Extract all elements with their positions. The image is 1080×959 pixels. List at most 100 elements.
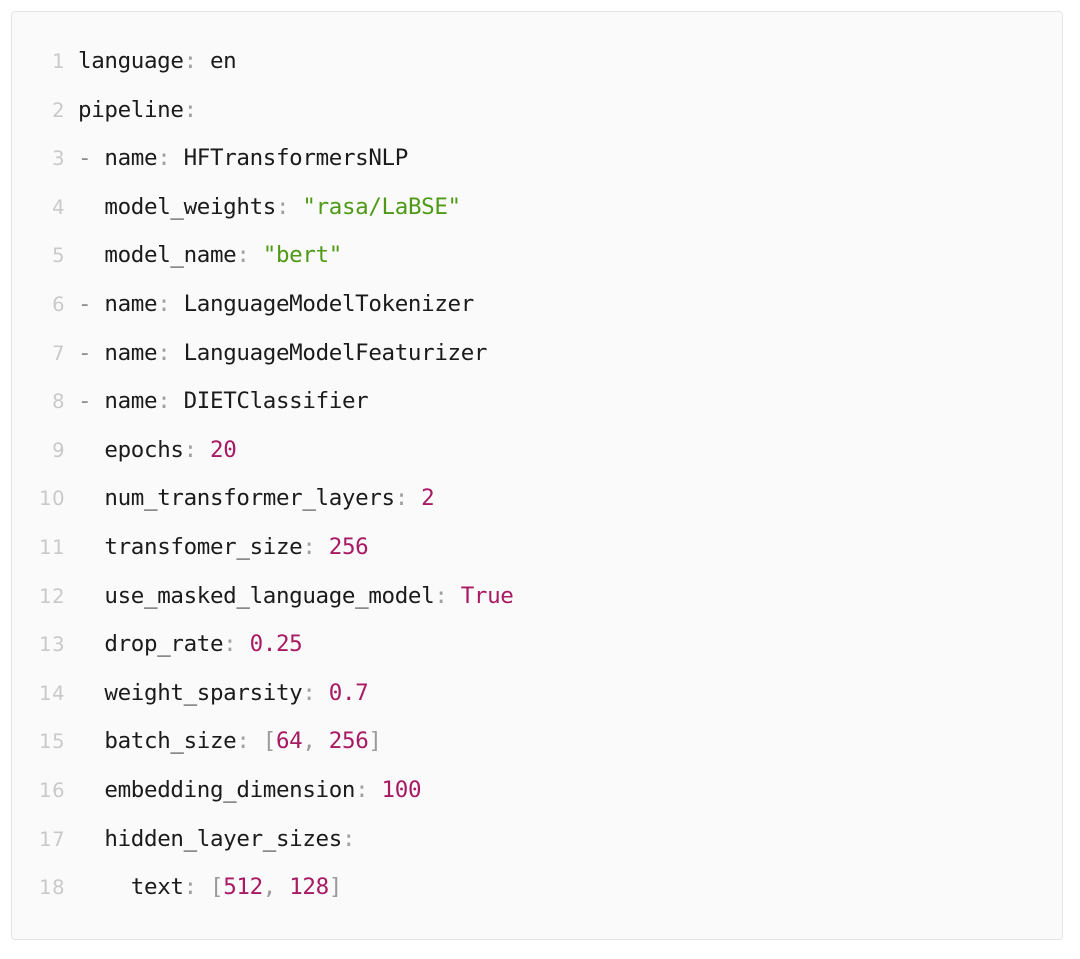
token-key: model_weights: [104, 193, 276, 220]
code-line-content: num_transformer_layers: 2: [78, 474, 1062, 523]
token-punct: :: [275, 193, 290, 220]
token-key: name: [104, 388, 158, 415]
token-key: hidden_layer_sizes: [104, 825, 342, 852]
code-line-content: text: [512, 128]: [78, 863, 1062, 912]
token-num: 100: [381, 776, 422, 803]
code-line[interactable]: 5 model_name: "bert": [12, 231, 1062, 280]
token-plain: [316, 680, 329, 706]
token-num: 128: [289, 874, 329, 901]
token-punct: :: [183, 874, 198, 901]
code-line[interactable]: 4 model_weights: "rasa/LaBSE": [12, 183, 1062, 232]
token-plain: [368, 777, 381, 803]
token-punct: :: [355, 776, 369, 803]
token-punct: :: [236, 728, 250, 755]
line-number: 3: [52, 147, 65, 171]
token-key: transfomer_size: [104, 533, 303, 560]
code-line-content: weight_sparsity: 0.7: [78, 669, 1062, 718]
token-plain: [78, 777, 104, 803]
code-line-content: pipeline:: [78, 86, 1062, 135]
token-plain: [78, 437, 104, 463]
code-line-content: use_masked_language_model: True: [78, 572, 1062, 621]
token-plain: DIETClassifier: [170, 388, 369, 415]
token-str: "rasa/LaBSE": [302, 193, 461, 220]
code-line-content: embedding_dimension: 100: [78, 766, 1062, 815]
token-brk: ,: [302, 728, 329, 755]
token-plain: [78, 874, 131, 900]
line-number: 14: [39, 681, 65, 705]
token-brk: [: [262, 728, 277, 755]
line-number: 1: [52, 50, 65, 73]
code-line-content: - name: LanguageModelTokenizer: [78, 280, 1062, 329]
token-key: model_name: [104, 242, 237, 269]
token-punct: :: [223, 631, 237, 658]
code-line[interactable]: 15 batch_size: [64, 256]: [12, 717, 1062, 766]
token-plain: [316, 534, 329, 560]
token-num: 64: [275, 728, 303, 755]
token-brk: [: [210, 874, 224, 901]
line-number: 2: [52, 98, 65, 122]
token-plain: [236, 631, 249, 657]
token-num: 512: [223, 874, 263, 901]
line-number: 9: [52, 438, 65, 462]
line-number: 16: [39, 778, 65, 802]
code-line[interactable]: 2 pipeline:: [12, 86, 1062, 135]
code-line[interactable]: 11 transfomer_size: 256: [12, 523, 1062, 572]
token-dash: -: [78, 388, 105, 415]
token-plain: [289, 194, 302, 220]
line-number: 12: [39, 584, 65, 608]
code-line[interactable]: 8- name: DIETClassifier: [12, 377, 1062, 426]
token-plain: [78, 534, 104, 560]
code-line-content: drop_rate: 0.25: [78, 620, 1062, 669]
token-punct: :: [341, 825, 356, 852]
code-line-content: model_weights: "rasa/LaBSE": [78, 183, 1062, 232]
token-punct: :: [183, 436, 198, 463]
code-line[interactable]: 3- name: HFTransformersNLP: [12, 134, 1062, 183]
token-punct: :: [434, 582, 448, 609]
code-line[interactable]: 1 language: en: [12, 37, 1062, 86]
code-line[interactable]: 18 text: [512, 128]: [12, 863, 1062, 912]
token-key: embedding_dimension: [104, 776, 356, 803]
token-str: "bert": [262, 242, 343, 269]
token-plain: [78, 728, 104, 754]
code-line[interactable]: 16 embedding_dimension: 100: [12, 766, 1062, 815]
code-line[interactable]: 7- name: LanguageModelFeaturizer: [12, 329, 1062, 378]
token-dash: -: [78, 145, 105, 172]
line-number: 17: [39, 827, 65, 851]
token-punct: :: [157, 339, 171, 366]
code-line[interactable]: 10 num_transformer_layers: 2: [12, 474, 1062, 523]
code-line[interactable]: 9 epochs: 20: [12, 426, 1062, 475]
code-line-content: language: en: [78, 37, 1062, 86]
token-plain: [78, 242, 104, 268]
token-key: drop_rate: [104, 631, 224, 658]
token-brk: ]: [328, 874, 343, 901]
code-line[interactable]: 6- name: LanguageModelTokenizer: [12, 280, 1062, 329]
token-brk: ]: [368, 728, 382, 755]
code-line[interactable]: 17 hidden_layer_sizes:: [12, 815, 1062, 864]
line-number: 10: [39, 487, 65, 511]
token-num: 0.25: [249, 631, 303, 658]
token-plain: [197, 874, 210, 900]
token-key: weight_sparsity: [104, 679, 303, 706]
code-line-content: hidden_layer_sizes:: [78, 815, 1062, 864]
token-key: name: [104, 145, 158, 172]
token-plain: HFTransformersNLP: [170, 145, 409, 172]
token-punct: :: [236, 242, 250, 269]
token-num: 0.7: [328, 679, 369, 706]
token-num: 256: [328, 728, 369, 755]
token-plain: [78, 680, 104, 706]
line-number: 18: [39, 876, 65, 900]
token-bool: True: [460, 582, 514, 609]
token-key: name: [104, 290, 158, 317]
line-number: 15: [39, 730, 65, 754]
token-punct: :: [183, 96, 198, 123]
code-line-content: model_name: "bert": [78, 231, 1062, 280]
token-punct: :: [302, 679, 316, 706]
line-number: 8: [52, 390, 65, 414]
code-line[interactable]: 12 use_masked_language_model: True: [12, 572, 1062, 621]
code-line[interactable]: 13 drop_rate: 0.25: [12, 620, 1062, 669]
token-punct: :: [302, 533, 316, 560]
token-key: batch_size: [104, 728, 237, 755]
code-line[interactable]: 14 weight_sparsity: 0.7: [12, 669, 1062, 718]
